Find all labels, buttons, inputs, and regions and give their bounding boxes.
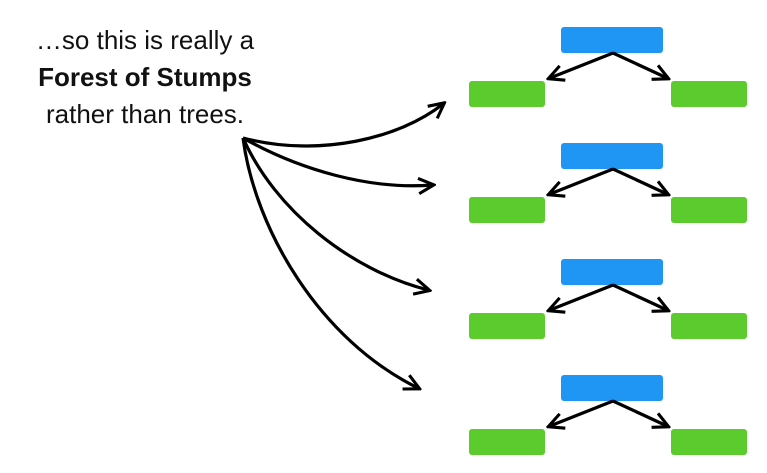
stump-3 (469, 259, 747, 339)
pointer-arrow-1 (242, 104, 443, 148)
stump-right-branch-arrow (612, 51, 667, 78)
stump-right-branch-arrow (612, 283, 667, 310)
stump-right-branch-arrow (612, 167, 667, 194)
stump-1 (469, 27, 747, 107)
stump-left-leaf-node (469, 197, 545, 223)
stump-left-leaf-node (469, 429, 545, 455)
stump-root-node (561, 259, 663, 285)
stump-left-branch-arrow (550, 399, 614, 426)
stump-4 (469, 375, 747, 455)
pointer-arrow-2 (242, 136, 432, 186)
stump-right-leaf-node (671, 81, 747, 107)
pointer-arrow-4 (241, 137, 418, 388)
stump-right-leaf-node (671, 197, 747, 223)
stump-right-branch-arrow (612, 399, 667, 426)
stump-left-leaf-node (469, 81, 545, 107)
stump-left-leaf-node (469, 313, 545, 339)
stump-root-node (561, 375, 663, 401)
stump-2 (469, 143, 747, 223)
stump-left-branch-arrow (550, 167, 614, 194)
caption-line-1: …so this is really a (35, 25, 255, 55)
pointer-arrows (241, 104, 443, 388)
stump-root-node (561, 27, 663, 53)
stump-root-node (561, 143, 663, 169)
stump-right-leaf-node (671, 429, 747, 455)
pointer-arrow-3 (241, 137, 428, 290)
stump-left-branch-arrow (550, 51, 614, 78)
stump-right-leaf-node (671, 313, 747, 339)
stump-left-branch-arrow (550, 283, 614, 310)
caption-line-2-forest-of-stumps: Forest of Stumps (38, 62, 252, 92)
stumps-layer (469, 27, 747, 455)
caption: …so this is really a Forest of Stumps ra… (0, 22, 290, 133)
caption-line-3: rather than trees. (46, 99, 244, 129)
